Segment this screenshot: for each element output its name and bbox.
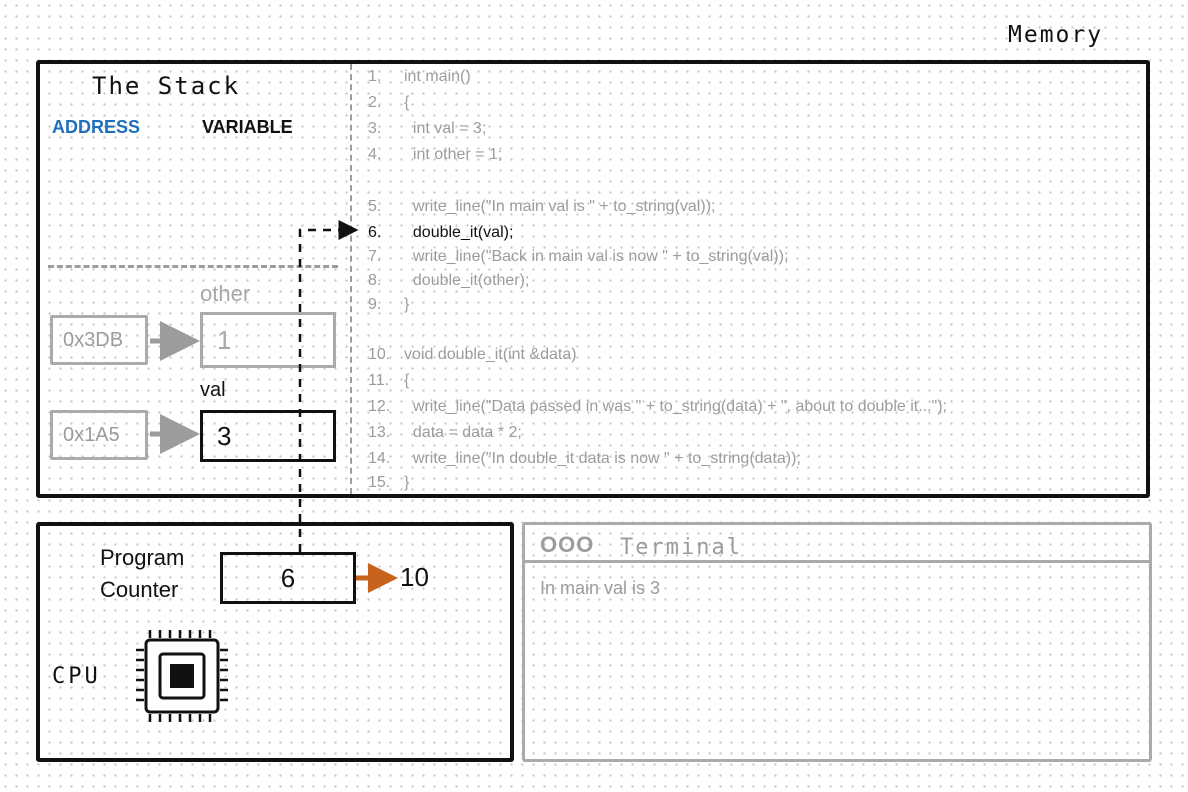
variable-value-val: 3 — [217, 420, 232, 451]
code-line-12: 12. write_line("Data passed in was " + t… — [368, 398, 947, 415]
variable-box-val: 3 — [200, 410, 336, 462]
code-line-6-current: 6. double_it(val); — [368, 224, 514, 241]
code-line-2: 2.{ — [368, 94, 410, 111]
window-controls-icon[interactable]: OOO — [540, 532, 595, 557]
terminal-title: Terminal — [620, 535, 742, 560]
cpu-label: CPU — [52, 664, 101, 689]
variable-name-other: other — [200, 281, 251, 306]
stack-title: The Stack — [92, 72, 241, 100]
code-line-8: 8. double_it(other); — [368, 272, 530, 289]
code-line-14: 14. write_line("In double_it data is now… — [368, 450, 801, 467]
code-line-1: 1.int main() — [368, 68, 471, 85]
program-counter-label: Program Counter — [100, 542, 184, 606]
variable-box-other: 1 — [200, 312, 336, 368]
address-box-other: 0x3DB — [50, 315, 148, 365]
program-counter-label-line1: Program — [100, 545, 185, 570]
program-counter-label-line2: Counter — [100, 577, 179, 602]
terminal-output: In main val is 3 — [540, 578, 661, 598]
memory-label: Memory — [1008, 22, 1104, 48]
code-line-11: 11.{ — [368, 372, 410, 389]
variable-column-header: VARIABLE — [202, 117, 293, 137]
address-box-val: 0x1A5 — [50, 410, 148, 460]
terminal-window — [522, 522, 1152, 762]
terminal-title-bar — [525, 525, 1149, 563]
code-line-7: 7. write_line("Back in main val is now "… — [368, 248, 789, 265]
memory-panel — [36, 60, 1150, 498]
address-column-header: ADDRESS — [52, 117, 141, 137]
stack-frame-divider — [48, 265, 338, 268]
code-line-9: 9.} — [368, 296, 410, 313]
cpu-panel — [36, 522, 514, 762]
code-line-3: 3. int val = 3; — [368, 120, 487, 137]
variable-value-other: 1 — [217, 324, 232, 355]
code-line-5: 5. write_line("In main val is " + to_str… — [368, 198, 716, 215]
variable-name-val: val — [200, 379, 226, 401]
code-line-13: 13. data = data * 2; — [368, 424, 522, 441]
code-line-10: 10.void double_it(int &data) — [368, 346, 577, 363]
program-counter-box: 6 — [220, 552, 356, 604]
code-line-15: 15.} — [368, 474, 410, 491]
program-counter-next-value: 10 — [400, 562, 429, 592]
program-counter-value: 6 — [280, 562, 296, 593]
code-divider — [350, 64, 352, 494]
code-line-4: 4. int other = 1; — [368, 146, 503, 163]
